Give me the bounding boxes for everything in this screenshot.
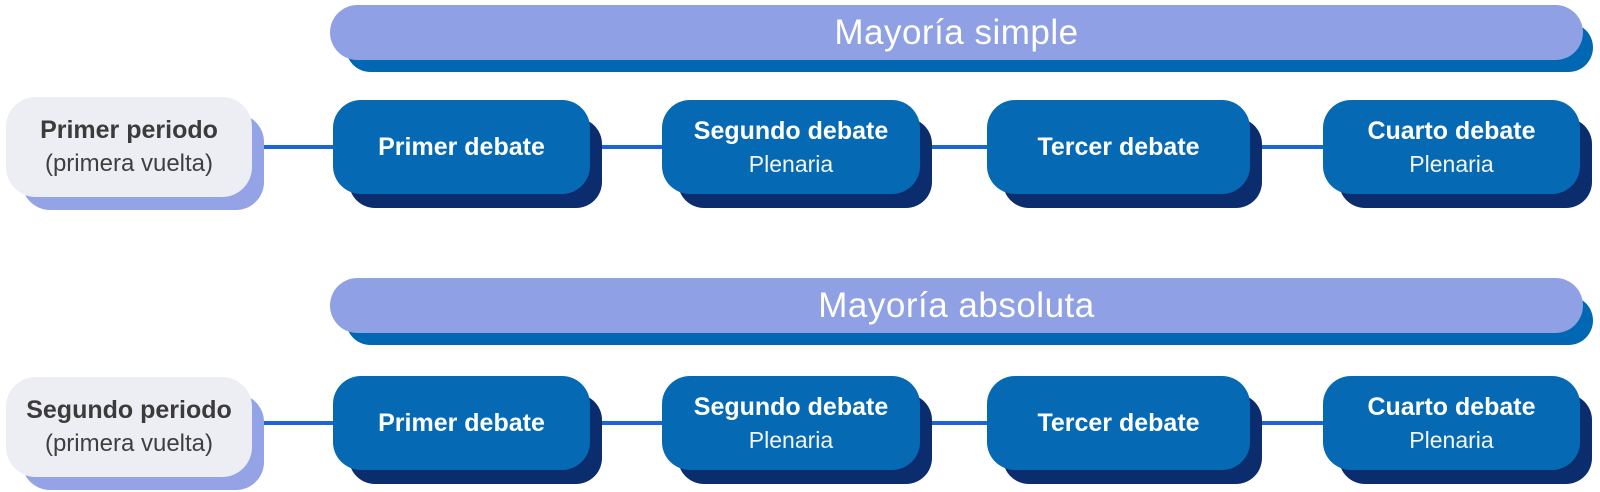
step-title: Segundo debate [693,392,889,421]
step-box-tercer-debate: Tercer debate [987,376,1250,470]
step-title: Primer debate [378,132,545,161]
step-title: Cuarto debate [1367,116,1536,145]
step-box-primer-debate: Primer debate [333,100,590,194]
step-title: Tercer debate [1037,408,1200,437]
step-box-segundo-debate: Segundo debate Plenaria [662,100,920,194]
step-box-segundo-debate: Segundo debate Plenaria [662,376,920,470]
step-title: Primer debate [378,408,545,437]
period-box-segundo-periodo: Segundo periodo (primera vuelta) [6,377,252,477]
period-title: Segundo periodo [26,396,232,424]
step-subtitle: Plenaria [1409,150,1494,177]
period-subtitle: (primera vuelta) [44,150,214,177]
step-subtitle: Plenaria [1409,426,1494,453]
majority-band-simple: Mayoría simple [330,5,1583,60]
step-title: Cuarto debate [1367,392,1536,421]
step-box-primer-debate: Primer debate [333,376,590,470]
majority-band-label: Mayoría simple [834,12,1079,52]
majority-band-label: Mayoría absoluta [818,285,1095,325]
period-title: Primer periodo [40,116,218,144]
step-subtitle: Plenaria [748,426,834,453]
step-box-cuarto-debate: Cuarto debate Plenaria [1323,376,1580,470]
period-box-primer-periodo: Primer periodo (primera vuelta) [6,97,252,197]
period-subtitle: (primera vuelta) [44,430,214,457]
majority-band-absoluta: Mayoría absoluta [330,278,1583,333]
step-title: Segundo debate [693,116,889,145]
step-box-tercer-debate: Tercer debate [987,100,1250,194]
step-box-cuarto-debate: Cuarto debate Plenaria [1323,100,1580,194]
step-subtitle: Plenaria [748,150,834,177]
step-title: Tercer debate [1037,132,1200,161]
